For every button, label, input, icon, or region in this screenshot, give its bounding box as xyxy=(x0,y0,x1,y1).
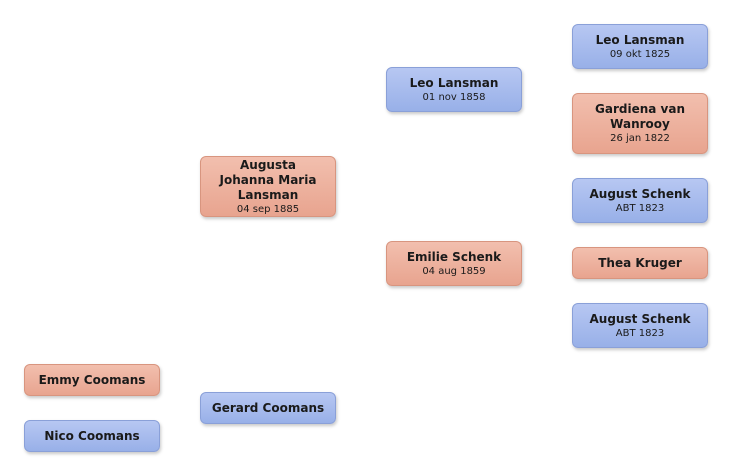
person-name: Gardiena van Wanrooy xyxy=(595,102,685,131)
person-date: ABT 1823 xyxy=(615,202,665,214)
person-date: 26 jan 1822 xyxy=(610,133,670,144)
person-name: Nico Coomans xyxy=(44,428,140,443)
person-name: Thea Kruger xyxy=(598,255,682,270)
person-name: August Schenk xyxy=(589,311,691,326)
person-card-august-schenk-1[interactable]: August Schenk ABT 1823 xyxy=(572,178,708,223)
person-name: Gerard Coomans xyxy=(211,400,325,415)
person-name: August Schenk xyxy=(589,186,691,201)
person-card-gerard-coomans[interactable]: Gerard Coomans xyxy=(200,392,336,424)
person-name: Emilie Schenk xyxy=(406,249,502,264)
person-card-leo-lansman-1858[interactable]: Leo Lansman 01 nov 1858 xyxy=(386,67,522,112)
person-name: Augusta Johanna Maria Lansman xyxy=(219,157,317,202)
person-date: 04 sep 1885 xyxy=(236,203,300,215)
person-card-augusta-lansman[interactable]: Augusta Johanna Maria Lansman 04 sep 188… xyxy=(200,156,336,217)
person-name: Leo Lansman xyxy=(595,32,685,47)
person-card-thea-kruger[interactable]: Thea Kruger xyxy=(572,247,708,279)
person-card-leo-lansman-1825[interactable]: Leo Lansman 09 okt 1825 xyxy=(572,24,708,69)
person-date: ABT 1823 xyxy=(615,327,665,339)
person-card-august-schenk-2[interactable]: August Schenk ABT 1823 xyxy=(572,303,708,348)
person-card-emilie-schenk[interactable]: Emilie Schenk 04 aug 1859 xyxy=(386,241,522,286)
person-card-nico-coomans[interactable]: Nico Coomans xyxy=(24,420,160,452)
person-name: Emmy Coomans xyxy=(38,372,146,387)
person-date: 04 aug 1859 xyxy=(422,265,486,277)
person-name: Leo Lansman xyxy=(409,75,499,90)
person-date: 09 okt 1825 xyxy=(609,48,671,60)
person-date: 01 nov 1858 xyxy=(422,91,486,103)
person-card-emmy-coomans[interactable]: Emmy Coomans xyxy=(24,364,160,396)
person-card-gardiena-van-wanrooy[interactable]: Gardiena van Wanrooy 26 jan 1822 xyxy=(572,93,708,154)
